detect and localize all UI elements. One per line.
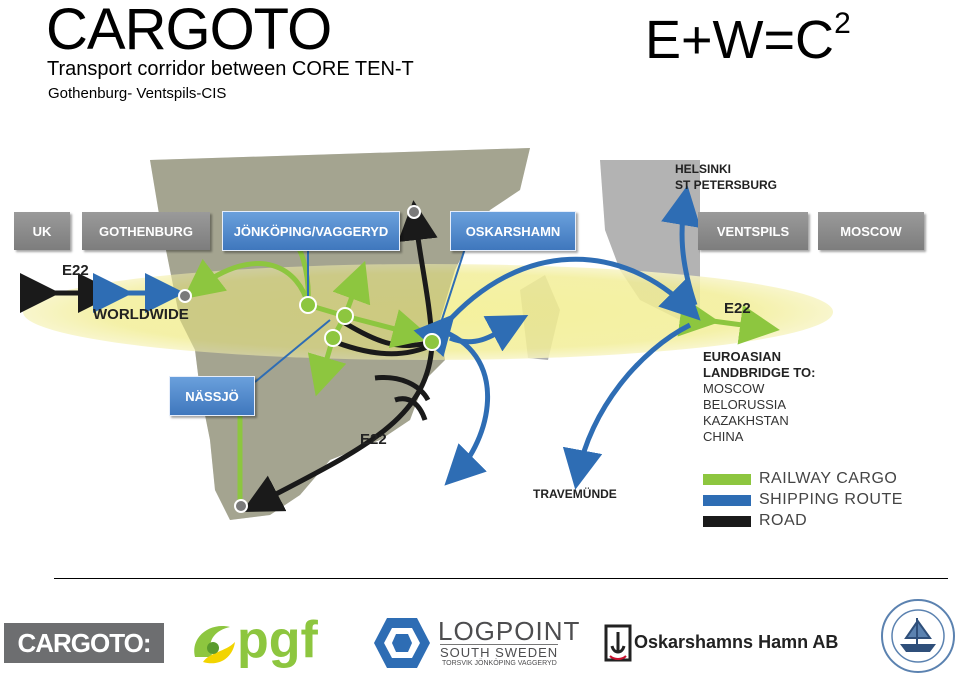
box-oskarshamn: OSKARSHAMN [450, 211, 576, 251]
euroasian-landbridge: EUROASIAN LANDBRIDGE TO: MOSCOW BELORUSS… [703, 349, 815, 445]
ship-gotland [449, 314, 529, 352]
label-worldwide: WORLDWIDE [93, 306, 189, 323]
euroasian-heading-1: EUROASIAN [703, 349, 782, 364]
box-jonkoping: JÖNKÖPING/VAGGERYD [222, 211, 400, 251]
logpoint-main-text: LOGPOINT [438, 616, 581, 646]
connector-nassjo [254, 319, 331, 383]
legend-shipping: SHIPPING ROUTE [703, 491, 903, 509]
label-e22-west: E22 [62, 262, 89, 279]
legend-label-road: ROAD [759, 512, 808, 529]
label-e22-east: E22 [724, 300, 751, 317]
pgf-logo: pgf [185, 611, 335, 672]
legend-swatch-road [703, 515, 751, 527]
anchor-icon [604, 624, 632, 662]
legend-swatch-railway [703, 473, 751, 485]
pgf-swirl-icon [194, 626, 235, 664]
ship-helsinki [661, 185, 701, 306]
node-jonkoping [299, 296, 317, 314]
ventspils-freeport-seal [880, 598, 956, 674]
formula-exponent: 2 [834, 7, 851, 40]
node-nassjo-junction [324, 329, 342, 347]
label-e22-south: E22 [360, 431, 387, 448]
footer-divider [54, 578, 948, 579]
label-st-petersburg: ST PETERSBURG [675, 178, 778, 192]
logpoint-hex-icon [374, 618, 430, 668]
ship-travemunde [562, 322, 692, 490]
formula-base: E+W=C [645, 10, 835, 70]
corridor-map: UK GOTHENBURG JÖNKÖPING/VAGGERYD OSKARSH… [0, 120, 960, 560]
logpoint-logo: LOGPOINT SOUTH SWEDEN TORSVIK JÖNKÖPING … [372, 616, 579, 672]
box-nassjo: NÄSSJÖ [169, 376, 255, 416]
euroasian-item: KAZAKHSTAN [703, 413, 789, 428]
cargoto-logo-text: CARGOTO: [17, 627, 151, 658]
ship-germany [444, 329, 491, 486]
node-oskarshamn [423, 333, 441, 351]
box-gothenburg: GOTHENBURG [82, 212, 210, 250]
legend-railway: RAILWAY CARGO [703, 470, 897, 488]
box-moscow: MOSCOW [818, 212, 924, 250]
node-stockholm [407, 205, 421, 219]
ship-seal-icon [881, 599, 955, 673]
road-e22-south [241, 341, 435, 512]
oskarshamns-logo-text: Oskarshamns Hamn AB [634, 632, 839, 652]
legend-label-shipping: SHIPPING ROUTE [759, 491, 903, 508]
page-title: CARGOTO [46, 0, 332, 62]
label-helsinki: HELSINKI [675, 162, 732, 176]
oskarshamns-logo: Oskarshamns Hamn AB [604, 622, 854, 666]
road-3 [374, 374, 431, 402]
euroasian-item: BELORUSSIA [703, 397, 787, 412]
euroasian-item: MOSCOW [703, 381, 765, 396]
page-subtitle-route: Gothenburg- Ventspils-CIS [48, 85, 227, 102]
rail-e22-east [677, 296, 780, 345]
node-gothenburg [178, 289, 192, 303]
node-vaggeryd [336, 307, 354, 325]
cargoto-logo: CARGOTO: [4, 623, 164, 663]
box-ventspils: VENTSPILS [698, 212, 808, 250]
euroasian-item: CHINA [703, 429, 744, 444]
ship-ventspils [413, 256, 701, 357]
legend-road: ROAD [703, 512, 807, 530]
logpoint-small-text: TORSVIK JÖNKÖPING VAGGERYD [442, 660, 557, 667]
box-uk: UK [14, 212, 70, 250]
road-4 [394, 396, 428, 421]
logpoint-sub-text: SOUTH SWEDEN [440, 644, 559, 660]
legend-swatch-shipping [703, 494, 751, 506]
rail-c [344, 309, 433, 349]
formula-heading: E+W=C2 [645, 2, 851, 68]
label-travemunde: TRAVEMÜNDE [533, 487, 617, 501]
pgf-logo-text: pgf [237, 611, 318, 669]
euroasian-heading-2: LANDBRIDGE TO: [703, 365, 816, 380]
legend-label-railway: RAILWAY CARGO [759, 470, 898, 487]
page-subtitle: Transport corridor between CORE TEN-T [47, 58, 414, 80]
node-malmo [234, 499, 248, 513]
rail-jonk-west [183, 258, 311, 306]
